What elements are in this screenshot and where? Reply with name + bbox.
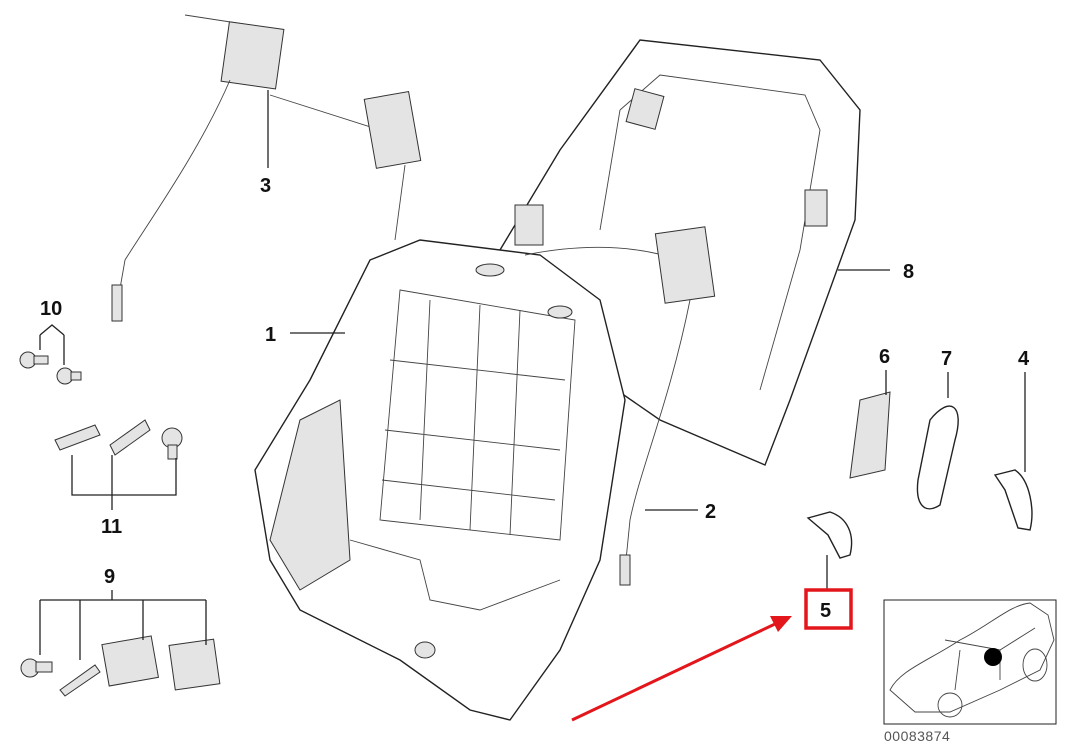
part-3-release-cable: [111, 14, 422, 322]
callout-10: 10: [40, 298, 62, 320]
callout-9: 9: [104, 566, 115, 588]
part-11-brackets: [54, 419, 183, 460]
callout-7: 7: [941, 348, 952, 370]
part-5-cap: [806, 511, 853, 559]
callout-6: 6: [879, 346, 890, 368]
diagram-code: 00083874: [884, 728, 950, 744]
part-2-cable: [524, 226, 716, 586]
callout-2: 2: [705, 501, 716, 523]
callout-1: 1: [265, 324, 276, 346]
vehicle-locator-inset: [883, 599, 1057, 725]
part-9-fasteners: [20, 635, 221, 697]
leader-lines: [39, 90, 1026, 660]
callout-5: 5: [820, 600, 831, 622]
part-1-seat-back-frame: [254, 239, 626, 721]
location-marker: [984, 648, 1002, 666]
highlight-box: [804, 588, 853, 630]
callout-8: 8: [903, 261, 914, 283]
callout-4: 4: [1018, 348, 1030, 370]
part-4-cap: [993, 469, 1033, 531]
part-6-trim: [849, 391, 891, 479]
callout-11: 11: [101, 516, 122, 538]
part-10-bolts: [19, 351, 82, 385]
callout-3: 3: [260, 175, 271, 197]
part-7-trim: [916, 405, 959, 510]
red-arrow: [571, 616, 792, 722]
